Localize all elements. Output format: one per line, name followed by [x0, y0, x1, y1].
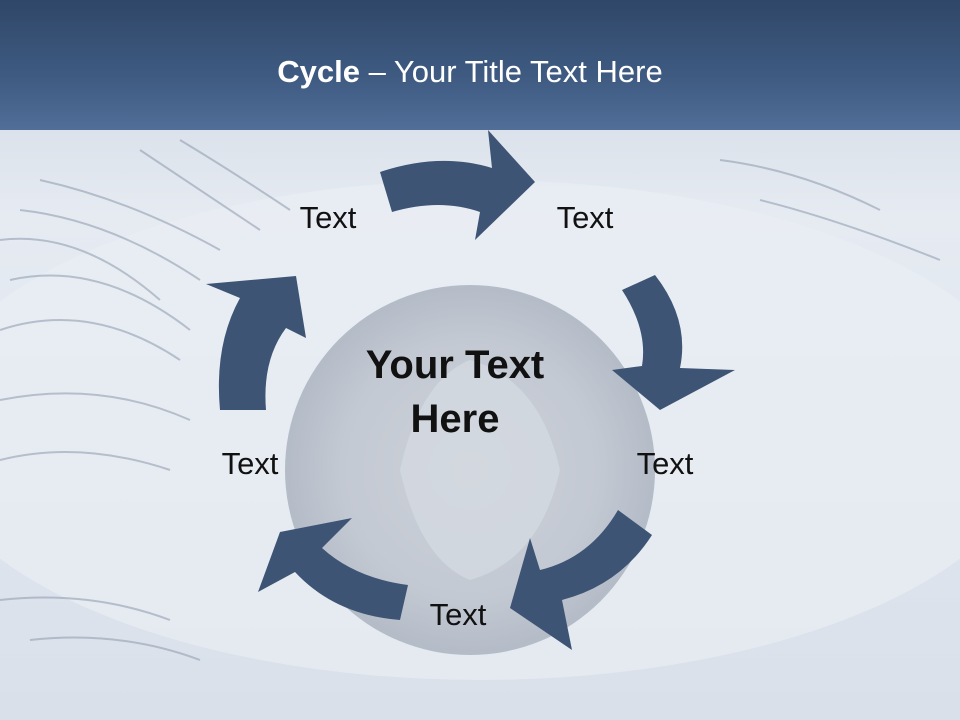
- title-rest: – Your Title Text Here: [360, 54, 663, 89]
- cycle-arrow-1: [380, 130, 535, 240]
- node-label-left: Text: [221, 446, 279, 481]
- center-text: Your Text Here: [320, 338, 590, 446]
- node-label-bottom: Text: [429, 597, 487, 632]
- node-label-top-left: Text: [299, 200, 357, 235]
- node-label-right: Text: [636, 446, 694, 481]
- node-label-top-right: Text: [556, 200, 614, 235]
- cycle-arrow-2: [612, 275, 735, 410]
- cycle-arrow-5: [206, 276, 306, 410]
- cycle-arrow-4: [258, 518, 408, 620]
- center-text-line-2: Here: [410, 397, 500, 441]
- center-text-line-1: Your Text: [365, 343, 545, 387]
- header-band: [0, 0, 960, 130]
- title-bold: Cycle: [277, 54, 360, 89]
- cycle-arrow-3: [510, 510, 652, 650]
- slide-title: Cycle – Your Title Text Here: [0, 54, 940, 90]
